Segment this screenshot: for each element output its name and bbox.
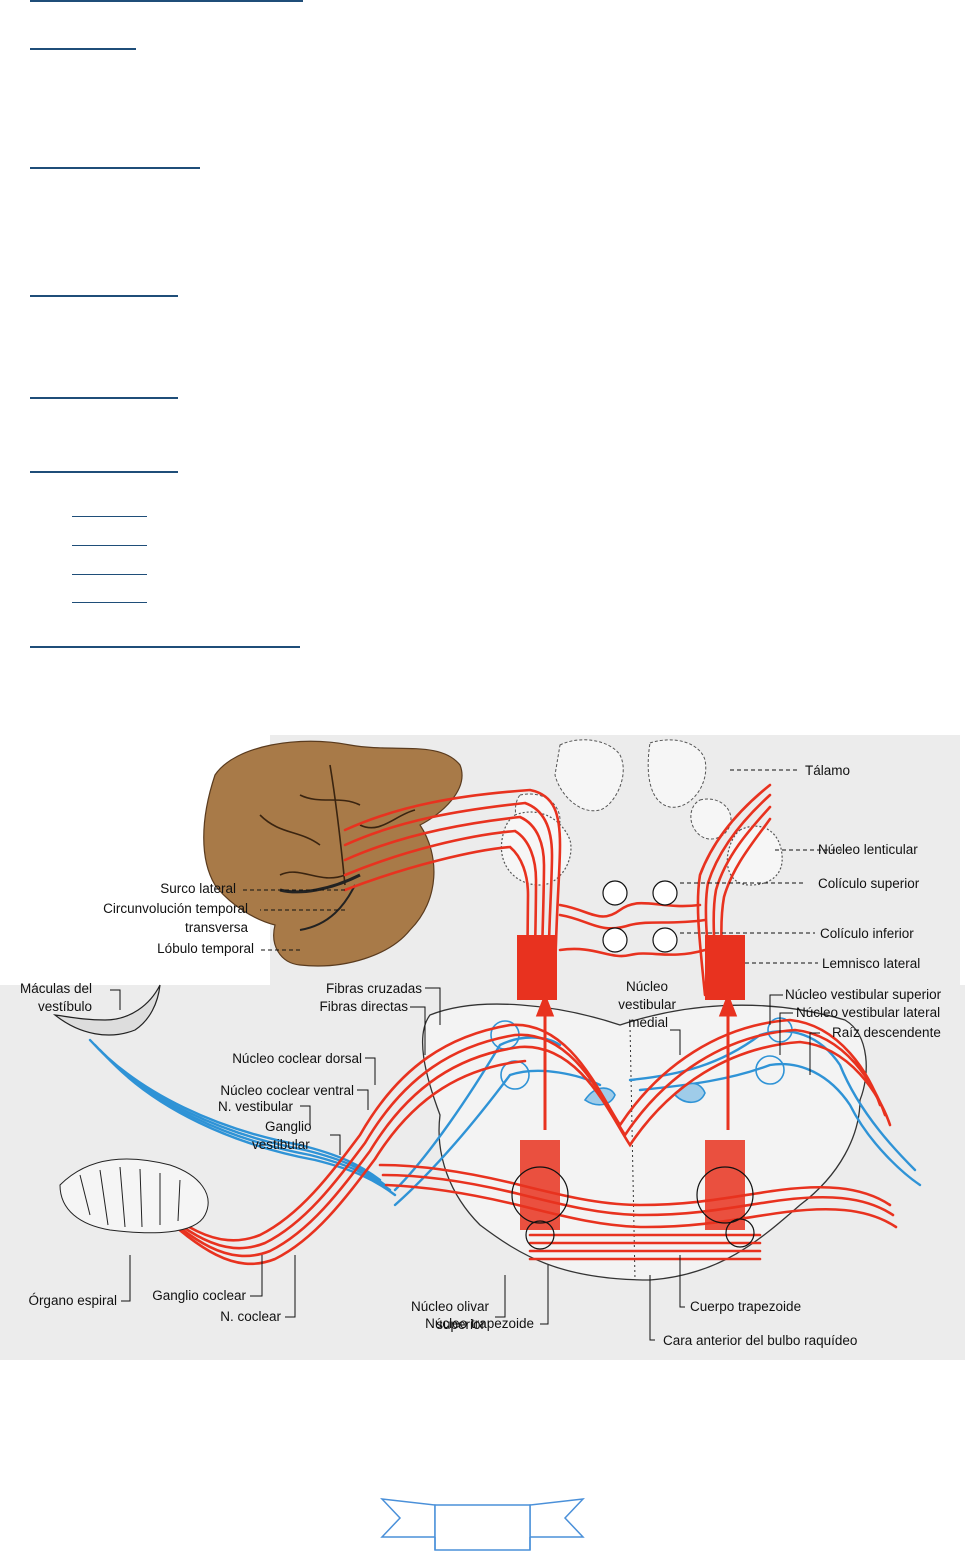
temporal-lobe (203, 740, 463, 967)
label-maculas-2: vestíbulo (38, 999, 92, 1014)
heading-underline-1 (30, 0, 303, 2)
collicular-crossing-fibers (558, 901, 707, 958)
auditory-vestibular-pathway-figure: Tálamo Núcleo lenticular Colículo superi… (0, 735, 965, 1360)
label-ganglio-1: Ganglio (265, 1119, 312, 1134)
label-maculas-1: Máculas del (20, 981, 92, 996)
label-n-vestibular: N. vestibular (218, 1099, 294, 1114)
label-nucleo-vest-medial-3: medial (628, 1015, 668, 1030)
label-nucleo-lenticular: Núcleo lenticular (818, 842, 918, 857)
label-nucleo-coclear-ventral: Núcleo coclear ventral (220, 1083, 354, 1098)
heading-underline-6 (30, 471, 178, 473)
auditory-fibers-brainstem (118, 1018, 898, 1266)
label-nucleo-trapezoide: Núcleo trapezoide (425, 1316, 534, 1331)
ascending-arrows (535, 992, 738, 1130)
superior-olivary-nuclei (511, 1166, 755, 1250)
label-nucleo-vestibular-lateral: Núcleo vestibular lateral (796, 1005, 940, 1020)
heading-underline-3 (30, 167, 200, 169)
heading-underline-7 (30, 646, 300, 648)
heading-underline-2 (30, 48, 136, 50)
label-nucleo-olivar-1: Núcleo olivar (411, 1299, 490, 1314)
label-surco-lateral: Surco lateral (160, 881, 236, 896)
label-nucleo-vest-medial-2: vestibular (618, 997, 676, 1012)
trapezoid-body-fibers (528, 1233, 762, 1261)
label-lemnisco-lateral: Lemnisco lateral (822, 956, 920, 971)
spiral-organ (59, 1158, 209, 1234)
label-lobulo-temporal: Lóbulo temporal (157, 941, 254, 956)
label-cara-anterior: Cara anterior del bulbo raquídeo (663, 1333, 857, 1348)
vestibular-macula (52, 984, 161, 1036)
colliculi (602, 880, 678, 953)
label-nucleo-coclear-dorsal: Núcleo coclear dorsal (232, 1051, 362, 1066)
label-nucleo-vest-medial-1: Núcleo (626, 979, 668, 994)
leader-lines (240, 769, 850, 964)
leader-lines-solid (110, 987, 820, 1341)
label-n-coclear: N. coclear (220, 1309, 281, 1324)
label-cuerpo-trapezoide: Cuerpo trapezoide (690, 1299, 801, 1314)
heading-underline-5 (30, 397, 178, 399)
label-talamo: Tálamo (805, 763, 850, 778)
label-nucleo-olivar-2: superior (436, 1317, 485, 1332)
label-fibras-cruzadas: Fibras cruzadas (326, 981, 422, 996)
subheading-underline-2 (72, 545, 147, 546)
label-coliculo-inferior: Colículo inferior (820, 926, 914, 941)
label-ganglio-2: vestibular (252, 1137, 310, 1152)
label-nucleo-vestibular-superior: Núcleo vestibular superior (785, 987, 942, 1002)
label-coliculo-superior: Colículo superior (818, 876, 920, 891)
subheading-underline-1 (72, 516, 147, 517)
label-fibras-directas: Fibras directas (319, 999, 408, 1014)
ribbon-banner-icon (380, 1497, 585, 1557)
label-organo-espiral: Órgano espiral (28, 1293, 117, 1308)
heading-underline-4 (30, 295, 178, 297)
label-raiz-descendente: Raíz descendente (832, 1025, 941, 1040)
ascending-bundles (517, 935, 745, 1230)
subheading-underline-3 (72, 574, 147, 575)
label-ganglio-coclear: Ganglio coclear (152, 1288, 246, 1303)
label-circunvolucion-temporal: Circunvolución temporal (103, 901, 248, 916)
label-transversa: transversa (185, 920, 249, 935)
subheading-underline-4 (72, 602, 147, 603)
